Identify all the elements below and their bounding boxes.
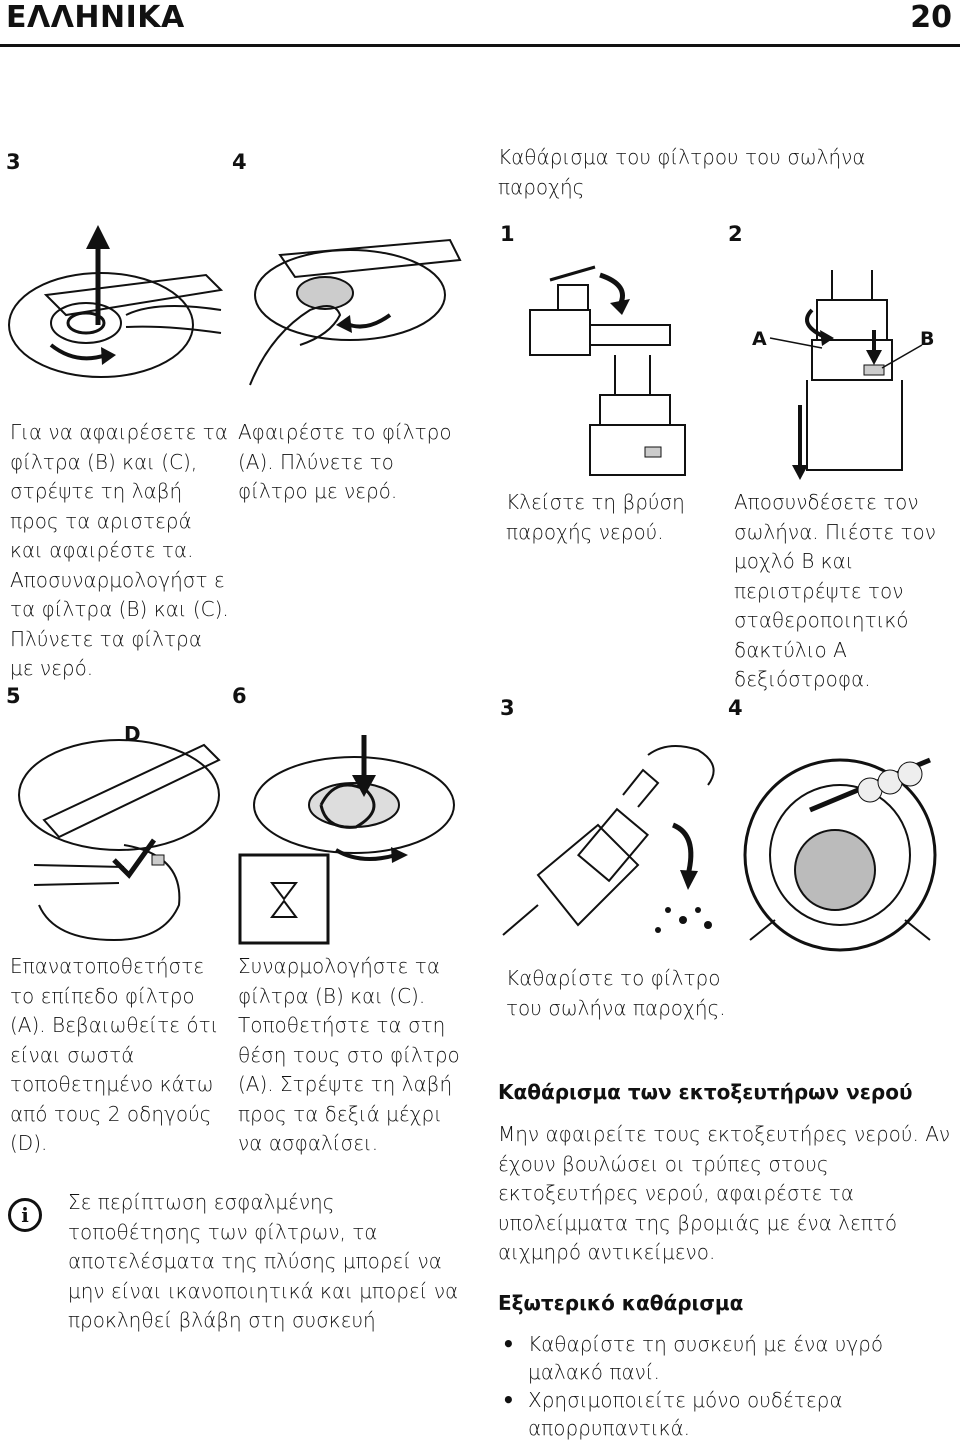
step-3-number: 3 bbox=[6, 150, 21, 174]
step-4-text: Αφαιρέστε το φίλτρο (A). Πλύνετε το φίλτ… bbox=[238, 420, 452, 503]
label-a: A bbox=[752, 328, 767, 350]
language-header: ΕΛΛΗΝΙΚΑ bbox=[6, 0, 185, 35]
hose-filter-cleaning-illustration bbox=[498, 735, 730, 945]
list-item: Χρησιμοποιείτε μόνο ουδέτερα απορρυπαντι… bbox=[498, 1386, 938, 1442]
right-step-2-text: Αποσυνδέσετε τον σωλήνα. Πιέστε τον μοχλ… bbox=[734, 490, 936, 691]
flat-filter-illustration bbox=[14, 715, 229, 945]
right-step-3-number: 3 bbox=[500, 696, 515, 720]
external-cleaning-heading: Εξωτερικό καθάρισμα bbox=[498, 1291, 744, 1315]
hose-filter-closeup-illustration bbox=[730, 740, 950, 960]
right-step-2-number: 2 bbox=[728, 222, 743, 246]
page-number: 20 bbox=[910, 0, 952, 35]
label-b: B bbox=[920, 328, 935, 350]
list-item: Καθαρίστε τη συσκευή με ένα υγρό μαλακό … bbox=[498, 1330, 938, 1386]
right-step-4-number: 4 bbox=[728, 696, 743, 720]
step-4-number: 4 bbox=[232, 150, 247, 174]
step-3-text: Για να αφαιρέσετε τα φίλτρα (B) και (C),… bbox=[10, 420, 229, 680]
filter-removal-illustration bbox=[6, 215, 226, 390]
step-5-number: 5 bbox=[6, 684, 21, 708]
external-cleaning-list: Καθαρίστε τη συσκευή με ένα υγρό μαλακό … bbox=[498, 1330, 938, 1442]
spray-arms-text: Μην αφαιρείτε τους εκτοξευτήρες νερού. Α… bbox=[498, 1122, 951, 1264]
water-tap-illustration bbox=[510, 255, 700, 480]
step-5-text: Επανατοποθετήστε το επίπεδο φίλτρο (A). … bbox=[10, 954, 219, 1155]
right-step-1-text: Κλείστε τη βρύση παροχής νερού. bbox=[506, 490, 685, 544]
filter-a-removal-illustration bbox=[240, 215, 465, 390]
header-rule bbox=[0, 44, 960, 47]
step-6-text: Συναρμολογήστε τα φίλτρα (B) και (C). Το… bbox=[238, 954, 460, 1155]
right-step-3-text: Καθαρίστε το φίλτρο του σωλήνα παροχής. bbox=[506, 966, 726, 1020]
inlet-hose-filter-heading: Καθάρισμα του φίλτρου του σωλήνα παροχής bbox=[498, 145, 866, 199]
right-step-1-number: 1 bbox=[500, 222, 515, 246]
hose-disconnect-illustration bbox=[752, 270, 932, 480]
spray-arms-heading: Καθάρισμα των εκτοξευτήρων νερού bbox=[498, 1080, 913, 1104]
filter-assembly-illustration bbox=[236, 735, 461, 945]
info-note-text: Σε περίπτωση εσφαλμένης τοποθέτησης των … bbox=[68, 1190, 459, 1332]
label-d: D bbox=[124, 722, 141, 746]
info-icon: i bbox=[8, 1198, 42, 1232]
step-6-number: 6 bbox=[232, 684, 247, 708]
